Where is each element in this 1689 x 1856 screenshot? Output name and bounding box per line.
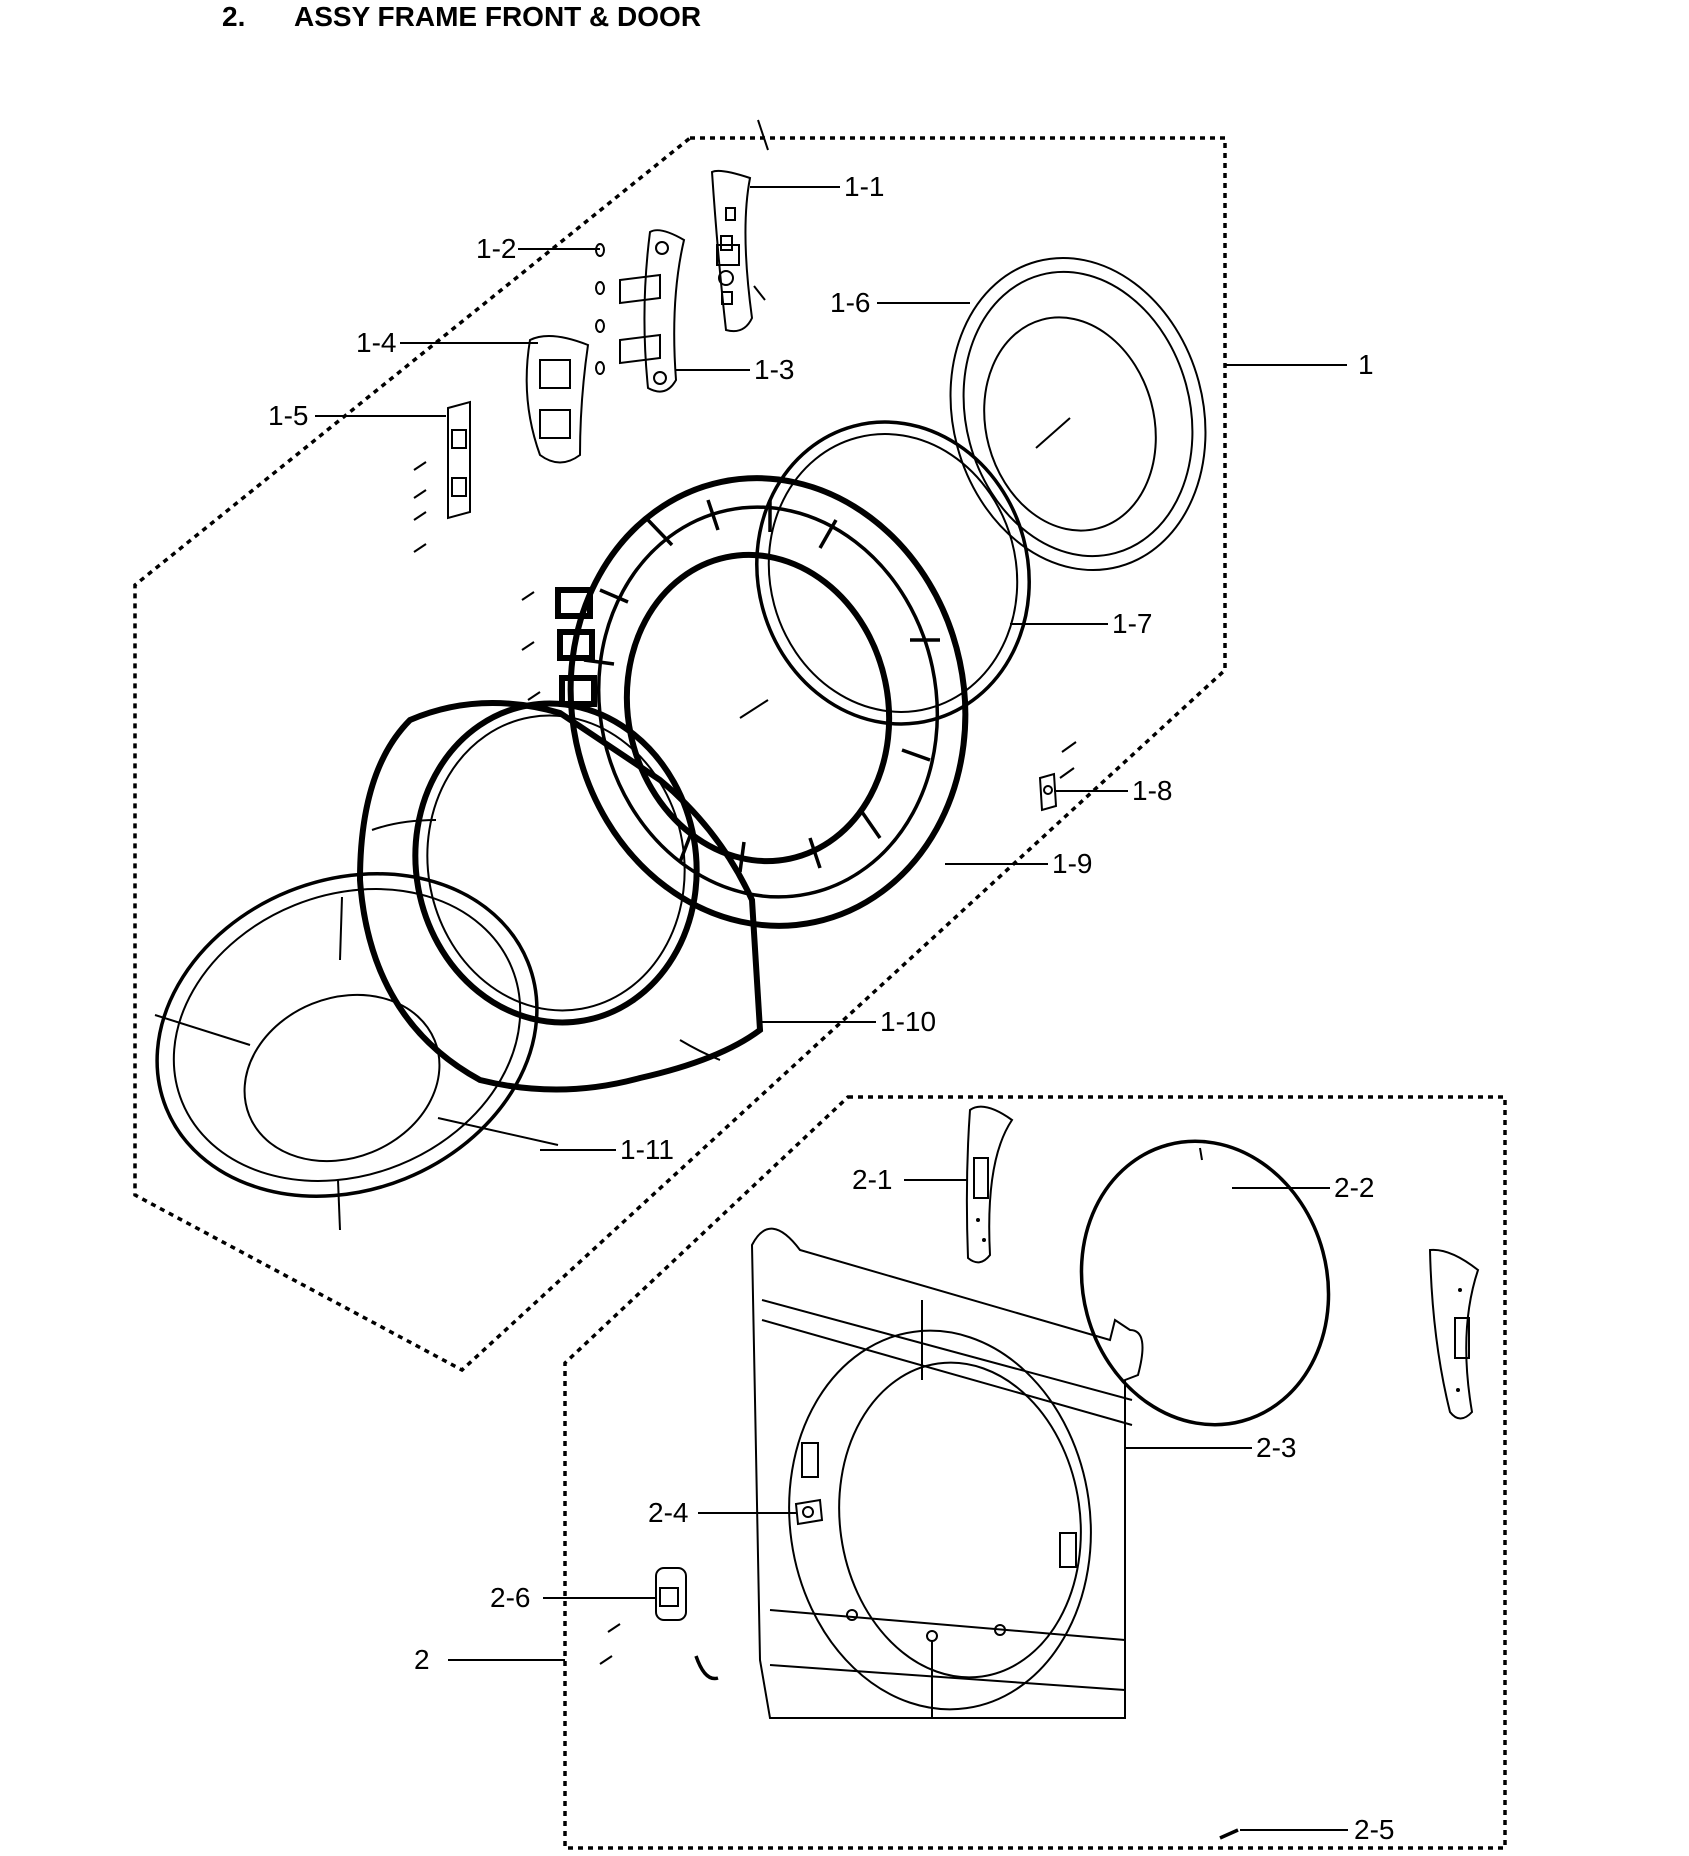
door-striker <box>1038 741 1077 812</box>
callout-label-1-5: 1-5 <box>268 400 308 431</box>
callout-label-1-4: 1-4 <box>356 327 396 358</box>
diagram-heading: 2. ASSY FRAME FRONT & DOOR <box>222 0 701 34</box>
inner-glass <box>949 256 1207 572</box>
callout-label-1-8: 1-8 <box>1132 775 1172 806</box>
side-hinge-plate <box>1428 1248 1480 1420</box>
callout-label-1-10: 1-10 <box>880 1006 936 1037</box>
callout-label-2-5: 2-5 <box>1354 1814 1394 1845</box>
callout-label-1-3: 1-3 <box>754 354 794 385</box>
callout-label-2-3: 2-3 <box>1256 1432 1296 1463</box>
front-door-latch <box>794 1498 824 1526</box>
assembly-1-boundary <box>133 136 1227 1373</box>
door-cover-glass <box>154 872 559 1231</box>
callout-label-2-2: 2-2 <box>1334 1172 1374 1203</box>
callout-label-1-9: 1-9 <box>1052 848 1092 879</box>
bottom-clip <box>1219 1828 1239 1840</box>
door-gasket-ring <box>755 420 1031 726</box>
callout-label-2-6: 2-6 <box>490 1582 530 1613</box>
callout-label-2-4: 2-4 <box>648 1497 688 1528</box>
callout-label-1-2: 1-2 <box>476 233 516 264</box>
door-hinge <box>595 229 686 393</box>
front-frame-panel <box>750 1227 1144 1719</box>
door-frame-inner <box>521 475 969 929</box>
door-lock-switch <box>599 1567 719 1681</box>
leader-lines <box>315 186 1348 1831</box>
door-latch-bracket <box>413 400 471 553</box>
hinge-cover-plate <box>710 119 769 333</box>
callout-label-2-1: 2-1 <box>852 1164 892 1195</box>
callout-label-2: 2 <box>414 1644 430 1675</box>
hinge-holder <box>525 335 590 464</box>
section-number: 2. <box>222 1 246 32</box>
callout-label-1-6: 1-6 <box>830 287 870 318</box>
callout-label-1-1: 1-1 <box>844 171 884 202</box>
callout-label-1-11: 1-11 <box>620 1134 674 1165</box>
front-gasket-ring <box>1079 1139 1331 1427</box>
assembly-2-boundary <box>563 1095 1507 1850</box>
section-title: ASSY FRAME FRONT & DOOR <box>294 1 702 32</box>
door-frame-outer <box>356 700 764 1093</box>
callout-label-1-7: 1-7 <box>1112 608 1152 639</box>
front-hinge-plate <box>965 1105 1014 1264</box>
callout-label-1: 1 <box>1358 349 1374 380</box>
